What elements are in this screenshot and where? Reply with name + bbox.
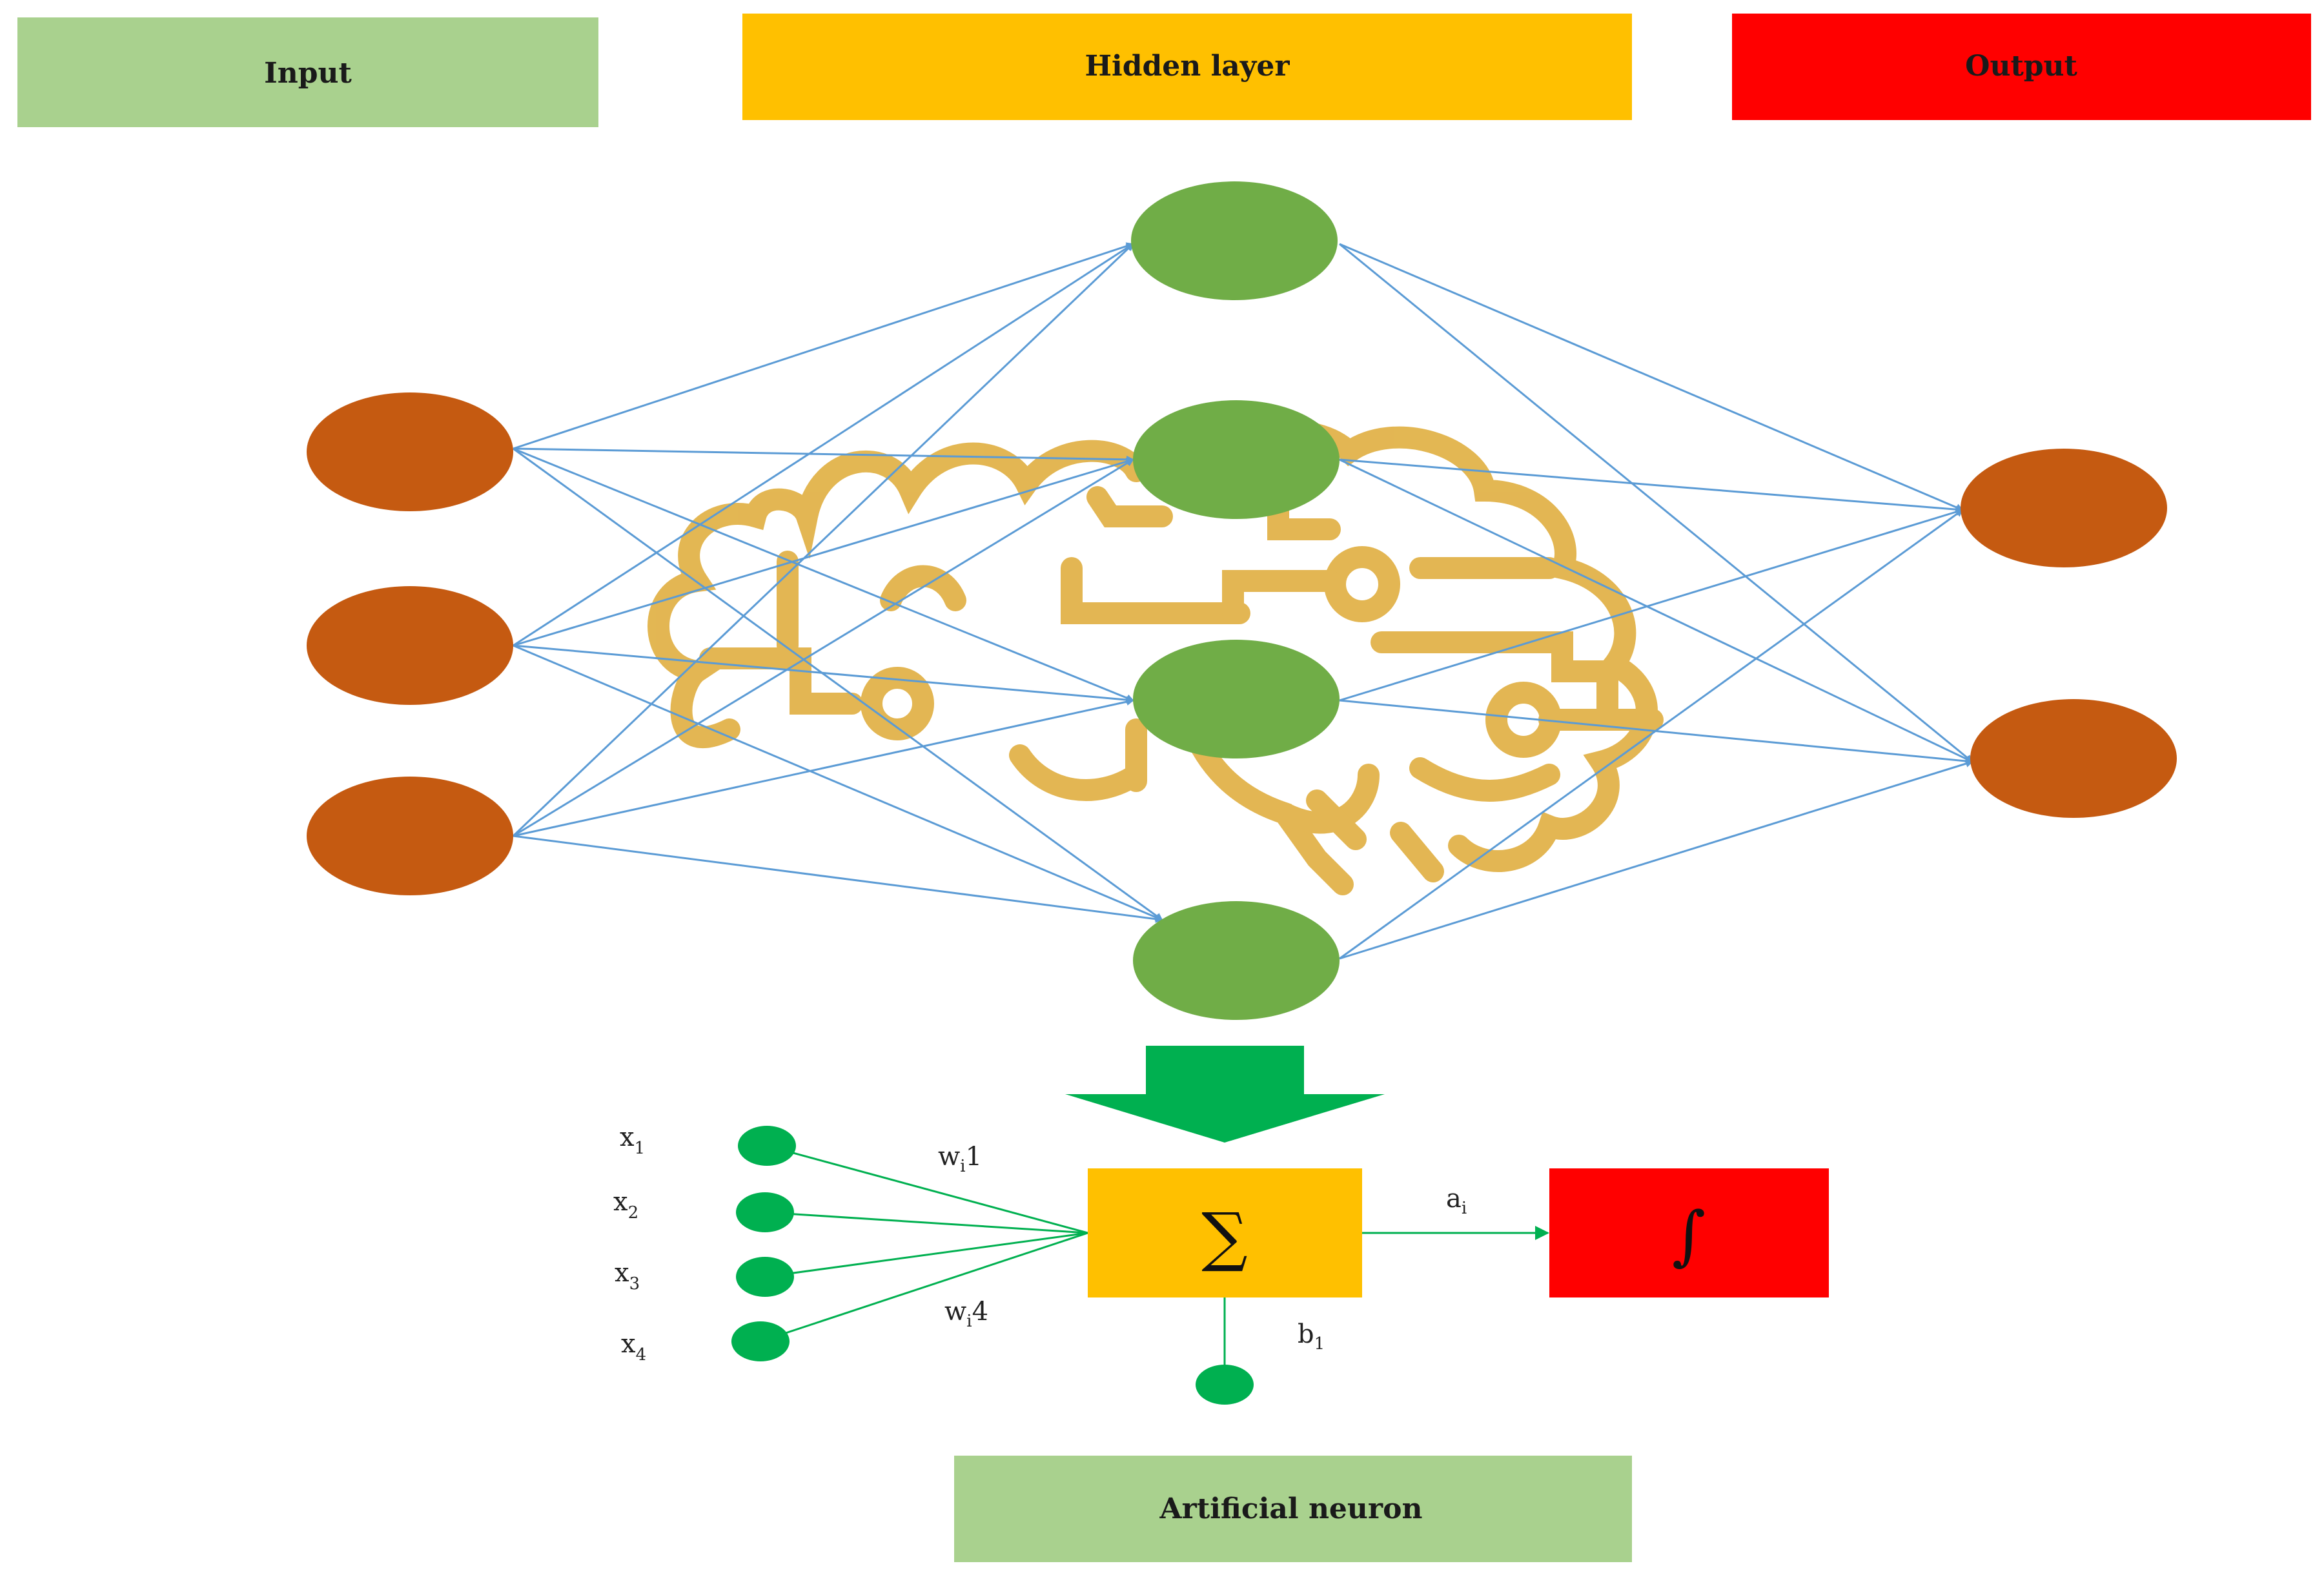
input-hidden-connections (512, 242, 1163, 923)
brain-circuit-icon (647, 420, 1664, 895)
neuron-input-lines (760, 1145, 1549, 1368)
neuron-input-node (736, 1192, 794, 1232)
output-header-label: Output (1965, 50, 2077, 83)
weight-label-bottom: wi4 (944, 1297, 988, 1331)
down-arrow-icon (1065, 1046, 1385, 1143)
sum-output-label: ai (1446, 1184, 1467, 1218)
artificial-neuron-detail: ∑ ∫ x1 x2 x3 x4 wi1 wi4 b1 ai (613, 1123, 1829, 1405)
hidden-node (1131, 181, 1338, 300)
artificial-neuron-caption-label: Artificial neuron (1159, 1492, 1423, 1525)
hidden-node (1133, 400, 1340, 519)
input-node (307, 586, 513, 705)
hidden-node (1133, 901, 1340, 1020)
hidden-output-connections (1339, 243, 1973, 960)
sum-box (1088, 1168, 1362, 1297)
neuron-bias-node (1196, 1365, 1254, 1405)
output-header: Output (1732, 14, 2311, 120)
input-node (307, 777, 513, 895)
hidden-layer-header: Hidden layer (742, 14, 1632, 120)
input-label-x4: x4 (621, 1329, 646, 1365)
hidden-node (1133, 640, 1340, 758)
activation-box (1549, 1168, 1829, 1297)
input-label-x3: x3 (615, 1258, 640, 1294)
bias-label: b1 (1298, 1319, 1325, 1354)
neuron-input-node (736, 1257, 794, 1297)
output-node (1970, 699, 2177, 818)
input-node (307, 392, 513, 511)
output-node (1961, 449, 2167, 567)
sum-symbol: ∑ (1201, 1199, 1247, 1274)
hidden-layer (1131, 181, 1340, 1020)
input-header-label: Input (264, 57, 352, 90)
output-layer (1961, 449, 2177, 818)
neuron-input-node (738, 1126, 796, 1166)
hidden-layer-header-label: Hidden layer (1085, 50, 1290, 83)
input-header: Input (17, 17, 598, 127)
input-label-x1: x1 (620, 1123, 645, 1158)
neuron-input-node (731, 1321, 790, 1361)
activation-symbol: ∫ (1672, 1197, 1706, 1273)
weight-label-top: wi1 (938, 1142, 982, 1176)
input-layer (307, 392, 513, 895)
input-label-x2: x2 (613, 1187, 638, 1223)
artificial-neuron-caption: Artificial neuron (954, 1456, 1632, 1562)
